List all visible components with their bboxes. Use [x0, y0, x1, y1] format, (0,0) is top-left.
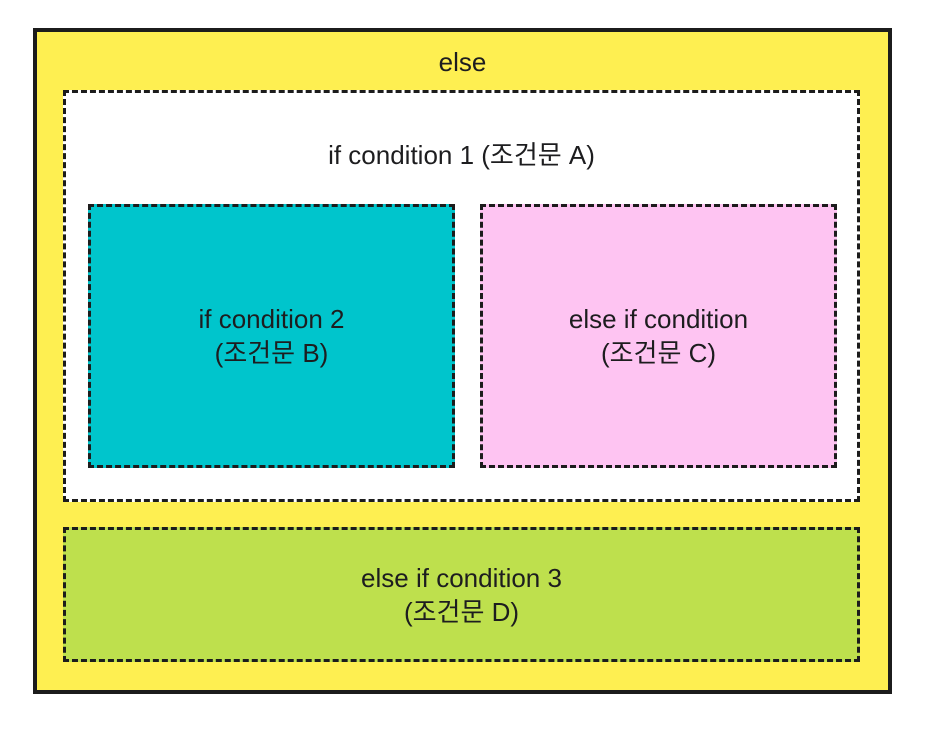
if-condition-2-label-line2: (조건문 B)	[214, 338, 329, 368]
else-if-condition-label-line1: else if condition	[568, 304, 749, 334]
else-if-condition-3-label-line2: (조건문 D)	[403, 596, 520, 627]
if-condition-2-block: if condition 2 (조건문 B)	[88, 204, 455, 468]
else-if-condition-block: else if condition (조건문 C)	[480, 204, 837, 468]
if-condition-1-block: if condition 1 (조건문 A) if condition 2 (조…	[63, 90, 860, 502]
else-block: else if condition 1 (조건문 A) if condition…	[33, 28, 892, 694]
else-if-condition-3-label-line1: else if condition 3	[361, 562, 562, 593]
else-if-condition-3-block: else if condition 3 (조건문 D)	[63, 527, 860, 662]
else-block-label: else	[438, 47, 487, 77]
if-condition-1-label: if condition 1 (조건문 A)	[328, 140, 595, 170]
if-condition-2-label-line1: if condition 2	[198, 304, 345, 334]
else-if-condition-label-line2: (조건문 C)	[600, 338, 717, 368]
